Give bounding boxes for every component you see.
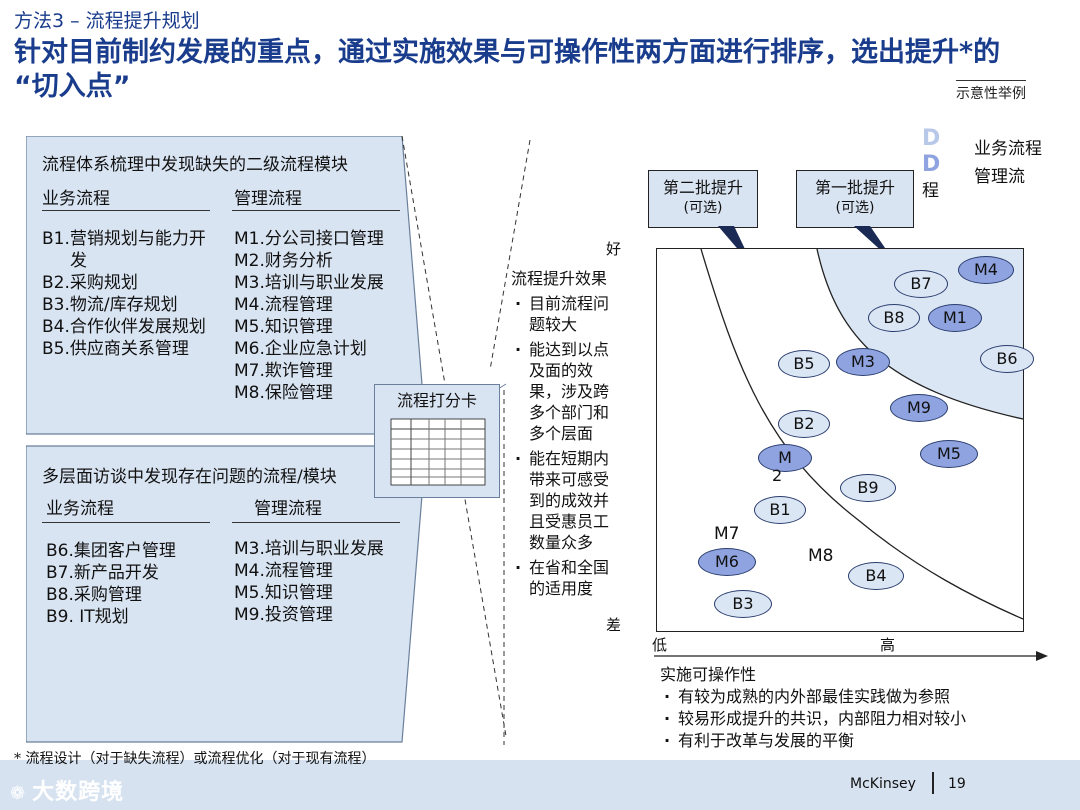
list-item: B2.采购规划: [42, 272, 206, 294]
point-M8: M8: [808, 546, 833, 566]
panel-top-col2-head: 管理流程: [234, 184, 302, 209]
point-M7: M7: [714, 524, 739, 544]
point-M1: M1: [928, 304, 982, 332]
list-item: M3.培训与职业发展: [234, 272, 384, 294]
scorecard-table-icon: [389, 417, 489, 489]
callout-text: 第一批提升: [797, 177, 913, 198]
effect-heading: 流程提升效果: [511, 268, 623, 289]
panel-top-title: 流程体系梳理中发现缺失的二级流程模块: [42, 150, 348, 175]
scorecard: 流程打分卡: [374, 384, 500, 498]
watermark-logo-icon: ❁: [10, 783, 26, 804]
feasibility-criteria: 实施可操作性 有较为成熟的内外部最佳实践做为参照 较易形成提升的共识，内部阻力相…: [660, 664, 966, 752]
callout-first-batch: 第一批提升 (可选): [796, 170, 914, 228]
list-item: B6.集团客户管理: [46, 540, 176, 562]
effect-item: 能在短期内带来可感受到的成效并且受惠员工数量众多: [511, 448, 623, 553]
effect-item: 能达到以点及面的效果，涉及跨多个部门和多个层面: [511, 339, 623, 444]
point-B3: B3: [714, 590, 772, 618]
point-M2-suffix: 2: [772, 466, 782, 485]
callout-second-batch: 第二批提升 (可选): [648, 170, 758, 228]
page-subtitle: 方法3 – 流程提升规划: [14, 6, 200, 33]
legend-management-tail: 程: [922, 176, 939, 201]
list-item: B7.新产品开发: [46, 562, 176, 584]
list-item: M3.培训与职业发展: [234, 538, 384, 560]
list-item: B4.合作伙伴发展规划: [42, 316, 206, 338]
panel-top-business-list: B1.营销规划与能力开 发 B2.采购规划 B3.物流/库存规划 B4.合作伙伴…: [42, 228, 206, 360]
effect-item: 在省和全国的适用度: [511, 557, 623, 599]
point-B1: B1: [754, 496, 806, 524]
list-item: M5.知识管理: [234, 582, 384, 604]
x-axis-arrow: [650, 646, 1050, 666]
page-title: 针对目前制约发展的重点，通过实施效果与可操作性两方面进行排序，选出提升*的 “切…: [14, 36, 1024, 104]
y-axis-bottom-label: 差: [606, 614, 621, 635]
point-B8: B8: [868, 304, 920, 332]
callout-text: 第二批提升: [649, 177, 757, 198]
list-item: B9. IT规划: [46, 606, 176, 628]
panel-bottom-business-list: B6.集团客户管理 B7.新产品开发 B8.采购管理 B9. IT规划: [46, 540, 176, 628]
point-M9: M9: [890, 394, 948, 422]
point-B2: B2: [778, 410, 830, 438]
panel-top-management-list: M1.分公司接口管理 M2.财务分析 M3.培训与职业发展 M4.流程管理 M5…: [234, 228, 384, 404]
point-M3: M3: [836, 348, 890, 376]
callout-subtext: (可选): [649, 198, 757, 219]
panel-bottom-col1-head: 业务流程: [46, 494, 114, 519]
point-B6: B6: [980, 345, 1034, 373]
effect-item: 目前流程问题较大: [511, 293, 623, 335]
legend-light-icon: D: [922, 126, 940, 151]
page-number: 19: [948, 776, 966, 792]
footer-separator: [932, 772, 934, 794]
underline: [42, 522, 210, 523]
watermark: ❁ 大数跨境: [10, 774, 124, 806]
list-item: M4.流程管理: [234, 294, 384, 316]
scorecard-label: 流程打分卡: [375, 387, 499, 411]
list-item: B3.物流/库存规划: [42, 294, 206, 316]
feasibility-item: 有利于改革与发展的平衡: [660, 730, 966, 752]
list-item: M8.保险管理: [234, 382, 384, 404]
footnote: * 流程设计（对于缺失流程）或流程优化（对于现有流程）: [14, 748, 375, 768]
list-item: M2.财务分析: [234, 250, 384, 272]
underline: [42, 210, 210, 211]
point-M5: M5: [920, 440, 978, 468]
point-B5: B5: [778, 350, 830, 378]
illustrative-tag: 示意性举例: [956, 80, 1026, 103]
point-B7: B7: [894, 270, 948, 298]
panel-top-col1-head: 业务流程: [42, 184, 110, 209]
point-M4: M4: [958, 256, 1014, 284]
legend-business: 业务流程: [974, 134, 1042, 159]
point-B4: B4: [848, 562, 904, 590]
brand: McKinsey: [850, 776, 916, 792]
list-item: M4.流程管理: [234, 560, 384, 582]
list-item: B8.采购管理: [46, 584, 176, 606]
panel-bottom-management-list: M3.培训与职业发展 M4.流程管理 M5.知识管理 M9.投资管理: [234, 538, 384, 626]
feasibility-item: 有较为成熟的内外部最佳实践做为参照: [660, 686, 966, 708]
feasibility-heading: 实施可操作性: [660, 664, 966, 686]
list-item: M5.知识管理: [234, 316, 384, 338]
panel-bottom-col2-head: 管理流程: [254, 494, 322, 519]
underline: [232, 522, 400, 523]
legend-dark-icon: D: [922, 152, 940, 177]
point-M6: M6: [698, 548, 756, 576]
panel-bottom-title: 多层面访谈中发现存在问题的流程/模块: [42, 462, 337, 487]
list-item: M9.投资管理: [234, 604, 384, 626]
watermark-text: 大数跨境: [32, 780, 124, 805]
y-axis-top-label: 好: [606, 238, 621, 259]
effect-criteria: 流程提升效果 目前流程问题较大 能达到以点及面的效果，涉及跨多个部门和多个层面 …: [511, 268, 623, 599]
list-item: M1.分公司接口管理: [234, 228, 384, 250]
point-M2: M: [758, 444, 812, 472]
underline: [232, 210, 400, 211]
callout-subtext: (可选): [797, 198, 913, 219]
legend-management: 管理流: [974, 162, 1025, 187]
list-item: M6.企业应急计划: [234, 338, 384, 360]
feasibility-item: 较易形成提升的共识，内部阻力相对较小: [660, 708, 966, 730]
list-item: 发: [42, 250, 206, 272]
list-item: M7.欺诈管理: [234, 360, 384, 382]
point-B9: B9: [840, 474, 896, 502]
list-item: B5.供应商关系管理: [42, 338, 206, 360]
list-item: B1.营销规划与能力开: [42, 228, 206, 250]
